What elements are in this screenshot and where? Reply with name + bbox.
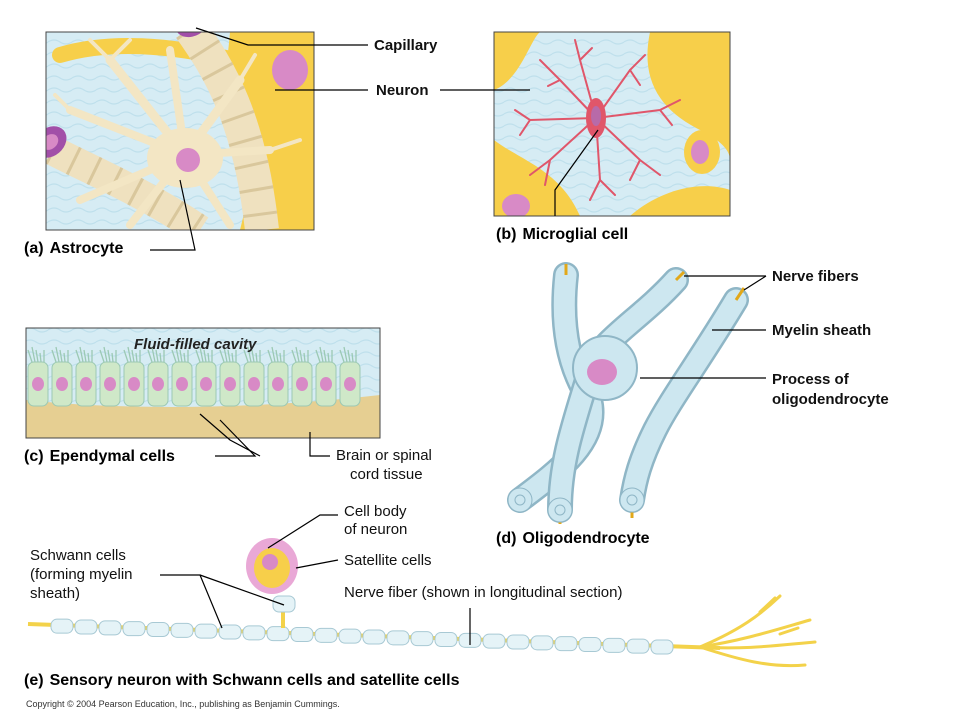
caption-letter-d: (d): [496, 530, 517, 547]
label-cell-body-line1: Cell body: [344, 503, 407, 520]
schwann-cell: [242, 625, 266, 641]
caption-name-b: Microglial cell: [522, 226, 629, 243]
schwann-cell: [578, 636, 602, 652]
leader-lines: [150, 27, 767, 645]
schwann-cell: [194, 623, 218, 639]
schwann-cell: [266, 626, 290, 642]
schwann-cell: [530, 635, 554, 651]
ependymal-cell: [243, 346, 265, 407]
label-brain-line2: cord tissue: [350, 466, 423, 483]
neuron-nucleus: [272, 50, 308, 90]
ependymal-cell: [339, 346, 361, 407]
ependymal-cell: [99, 346, 121, 407]
caption-letter-c: (c): [24, 448, 44, 465]
caption-name-e: Sensory neuron with Schwann cells and sa…: [49, 672, 460, 689]
schwann-cell: [338, 628, 362, 644]
ependymal-cell: [147, 346, 169, 407]
caption-ependymal: (c) Ependymal cells: [24, 448, 175, 466]
label-cell-body-line2: of neuron: [344, 521, 408, 538]
schwann-cell: [410, 631, 434, 647]
caption-microglia: (b) Microglial cell: [496, 226, 628, 244]
label-fluid-cavity: Fluid-filled cavity: [134, 336, 257, 353]
schwann-cell: [290, 627, 314, 643]
schwann-cell: [146, 622, 170, 638]
ependymal-cell: [195, 346, 217, 407]
schwann-cell: [434, 631, 458, 647]
caption-astrocyte: (a) Astrocyte: [24, 240, 123, 258]
caption-name-d: Oligodendrocyte: [522, 530, 650, 547]
schwann-cell: [626, 638, 650, 654]
microglia-panel: [494, 32, 730, 216]
copyright-notice: Copyright © 2004 Pearson Education, Inc.…: [26, 699, 340, 709]
caption-letter-e: (e): [24, 672, 44, 689]
caption-oligodendrocyte: (d) Oligodendrocyte: [496, 530, 650, 548]
caption-name-c: Ependymal cells: [49, 448, 175, 465]
schwann-cell: [554, 636, 578, 652]
schwann-cell: [98, 620, 122, 636]
ependymal-cell: [219, 346, 241, 407]
caption-letter-b: (b): [496, 226, 517, 243]
capillary-vessel: [176, 32, 279, 230]
astrocyte-nucleus: [176, 148, 200, 172]
label-schwann-line1: Schwann cells: [30, 547, 126, 564]
schwann-cell: [314, 627, 338, 643]
schwann-cell: [602, 637, 626, 653]
ependymal-cell: [267, 346, 289, 407]
ependymal-cell: [75, 346, 97, 407]
ependymal-cell: [123, 346, 145, 407]
schwann-cell: [218, 624, 242, 640]
label-nerve-fibers: Nerve fibers: [772, 268, 859, 285]
microglia-processes: [514, 39, 681, 201]
schwann-cell: [386, 630, 410, 646]
label-process-line2: oligodendrocyte: [772, 391, 889, 408]
schwann-cell: [506, 634, 530, 650]
ependymal-cell: [171, 346, 193, 407]
label-myelin-sheath: Myelin sheath: [772, 322, 872, 339]
label-schwann-line3: sheath): [30, 585, 81, 602]
ependymal-cell: [315, 346, 337, 407]
schwann-cell: [122, 621, 146, 637]
schwann-cell: [482, 633, 506, 649]
label-neuron: Neuron: [376, 82, 429, 99]
sensory-neuron-drawing: [27, 538, 817, 668]
oligodendrocyte-drawing: [507, 262, 749, 524]
label-schwann-line2: (forming myelin: [30, 566, 133, 583]
label-capillary: Capillary: [374, 37, 438, 54]
caption-name-a: Astrocyte: [49, 240, 124, 257]
schwann-cell-chain: [50, 618, 674, 655]
schwann-cell: [74, 619, 98, 635]
ependymal-cell: [27, 346, 49, 407]
caption-sensory-neuron: (e) Sensory neuron with Schwann cells and…: [24, 672, 459, 690]
astrocyte-panel: [46, 32, 314, 230]
schwann-cell: [362, 629, 386, 645]
schwann-cell: [170, 622, 194, 638]
caption-letter-a: (a): [24, 240, 44, 257]
label-nerve-fiber: Nerve fiber (shown in longitudinal secti…: [344, 584, 623, 601]
schwann-cell: [50, 618, 74, 634]
ependymal-cell: [291, 346, 313, 407]
axon-terminals: [698, 594, 817, 668]
ependymal-cell: [51, 346, 73, 407]
label-satellite: Satellite cells: [344, 552, 432, 569]
label-process-line1: Process of: [772, 371, 849, 388]
ependymal-cell-row: [27, 346, 361, 407]
schwann-cell: [650, 639, 674, 655]
label-brain-line1: Brain or spinal: [336, 447, 432, 464]
